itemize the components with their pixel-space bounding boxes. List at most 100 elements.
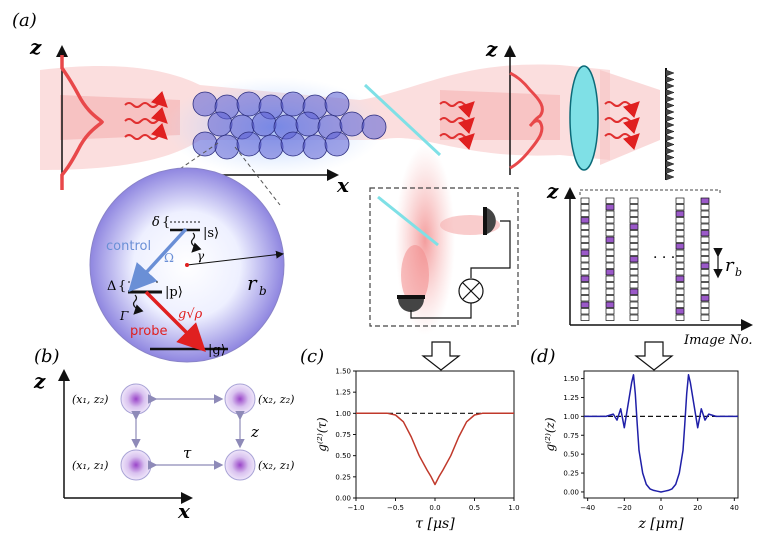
image-pixel (580, 210, 590, 217)
image-pixel (605, 314, 615, 321)
b-arrows (131, 394, 245, 470)
image-pixel (675, 236, 685, 243)
control-label: control (106, 239, 151, 254)
delta-big-label: Δ (107, 279, 116, 294)
image-pixel (675, 308, 685, 315)
atom (236, 131, 262, 157)
photon-arrows-left (124, 90, 168, 140)
image-pixel (675, 288, 685, 295)
hbt-splitter (377, 195, 439, 247)
image-pixel (605, 197, 615, 204)
panel-label-d: (d) (530, 346, 556, 367)
y-tick-label: 1.50 (335, 368, 351, 376)
image-pixel (675, 223, 685, 230)
image-pixel (629, 236, 639, 243)
x-tick-label: 1.0 (508, 504, 519, 512)
image-pixel (675, 269, 685, 276)
image-pixel (605, 295, 615, 302)
image-pixel (605, 288, 615, 295)
image-pixel (580, 308, 590, 315)
image-pixel (605, 256, 615, 263)
image-pixel (700, 262, 710, 269)
probe-label: probe (130, 324, 168, 339)
label-x1z2: (x₁, z₂) (72, 393, 108, 406)
panel-label-a: (a) (12, 10, 37, 31)
atom-x1z1 (120, 449, 152, 481)
image-pixel (605, 301, 615, 308)
atom (361, 114, 387, 140)
y-tick-label: 0.75 (335, 431, 351, 439)
detector-pixel (665, 102, 675, 109)
image-pixel (675, 204, 685, 211)
image-pixel (700, 282, 710, 289)
image-pixel (629, 223, 639, 230)
image-pixel (629, 308, 639, 315)
image-pixel (580, 301, 590, 308)
image-pixel (605, 223, 615, 230)
detector-array (665, 68, 675, 181)
image-pixel (580, 256, 590, 263)
image-pixel (580, 236, 590, 243)
hbt-box (369, 187, 519, 327)
x-tick-label: −40 (580, 504, 595, 512)
atom (295, 111, 321, 137)
dots: · · · (653, 250, 675, 266)
atom (251, 111, 277, 137)
atom (207, 111, 233, 137)
image-pixel (605, 249, 615, 256)
image-pixel (629, 249, 639, 256)
detector-pixel (665, 134, 675, 142)
image-pixel (605, 262, 615, 269)
radius-arrow (186, 250, 284, 266)
panel-label-b: (b) (34, 346, 60, 367)
image-pixel (605, 282, 615, 289)
image-pixel (700, 230, 710, 237)
rb-right-sub: b (735, 266, 742, 279)
image-pixel (675, 230, 685, 237)
y-axis-title: g⁽²⁾(τ) (315, 417, 329, 452)
y-tick-label: 0.25 (335, 473, 351, 481)
image-pixel (605, 210, 615, 217)
plot-frame (355, 370, 515, 499)
image-pixel (629, 288, 639, 295)
image-pixel (700, 269, 710, 276)
image-pixel (629, 262, 639, 269)
grid-bracket (579, 189, 721, 195)
level-s-label: |s⟩ (203, 226, 219, 241)
detector-pixel (665, 115, 675, 122)
image-pixel (700, 295, 710, 302)
x-axis-title: τ [μs] (415, 516, 455, 532)
omega-label: Ω (164, 251, 174, 265)
detector-pixel (665, 89, 675, 96)
y-tick-label: 0.00 (335, 495, 351, 503)
atom (324, 131, 350, 157)
image-pixel (605, 243, 615, 250)
detector-pixel (665, 160, 675, 168)
image-pixel (580, 249, 590, 256)
probe-arrow (144, 290, 206, 352)
y-tick-label: 0.25 (563, 470, 579, 478)
image-pixel (629, 217, 639, 224)
y-tick-label: 0.50 (563, 451, 579, 459)
y-tick-label: 1.00 (335, 410, 351, 418)
detector-pixel (665, 95, 675, 103)
control-arrow (128, 227, 188, 293)
image-pixel (605, 230, 615, 237)
image-pixel (580, 217, 590, 224)
image-pixel (580, 223, 590, 230)
image-pixel (700, 217, 710, 224)
x-tick-label: 20 (693, 504, 702, 512)
y-tick-label: 1.00 (563, 413, 579, 421)
image-pixel (700, 204, 710, 211)
image-pixel (580, 314, 590, 321)
detector-bottom (397, 295, 425, 312)
x-tick-label: 40 (730, 504, 739, 512)
atom (192, 91, 218, 117)
y-tick-label: 0.00 (563, 488, 579, 496)
z-axis-label-right: z (546, 179, 559, 203)
image-pixel (580, 269, 590, 276)
plot-frame (583, 370, 739, 499)
